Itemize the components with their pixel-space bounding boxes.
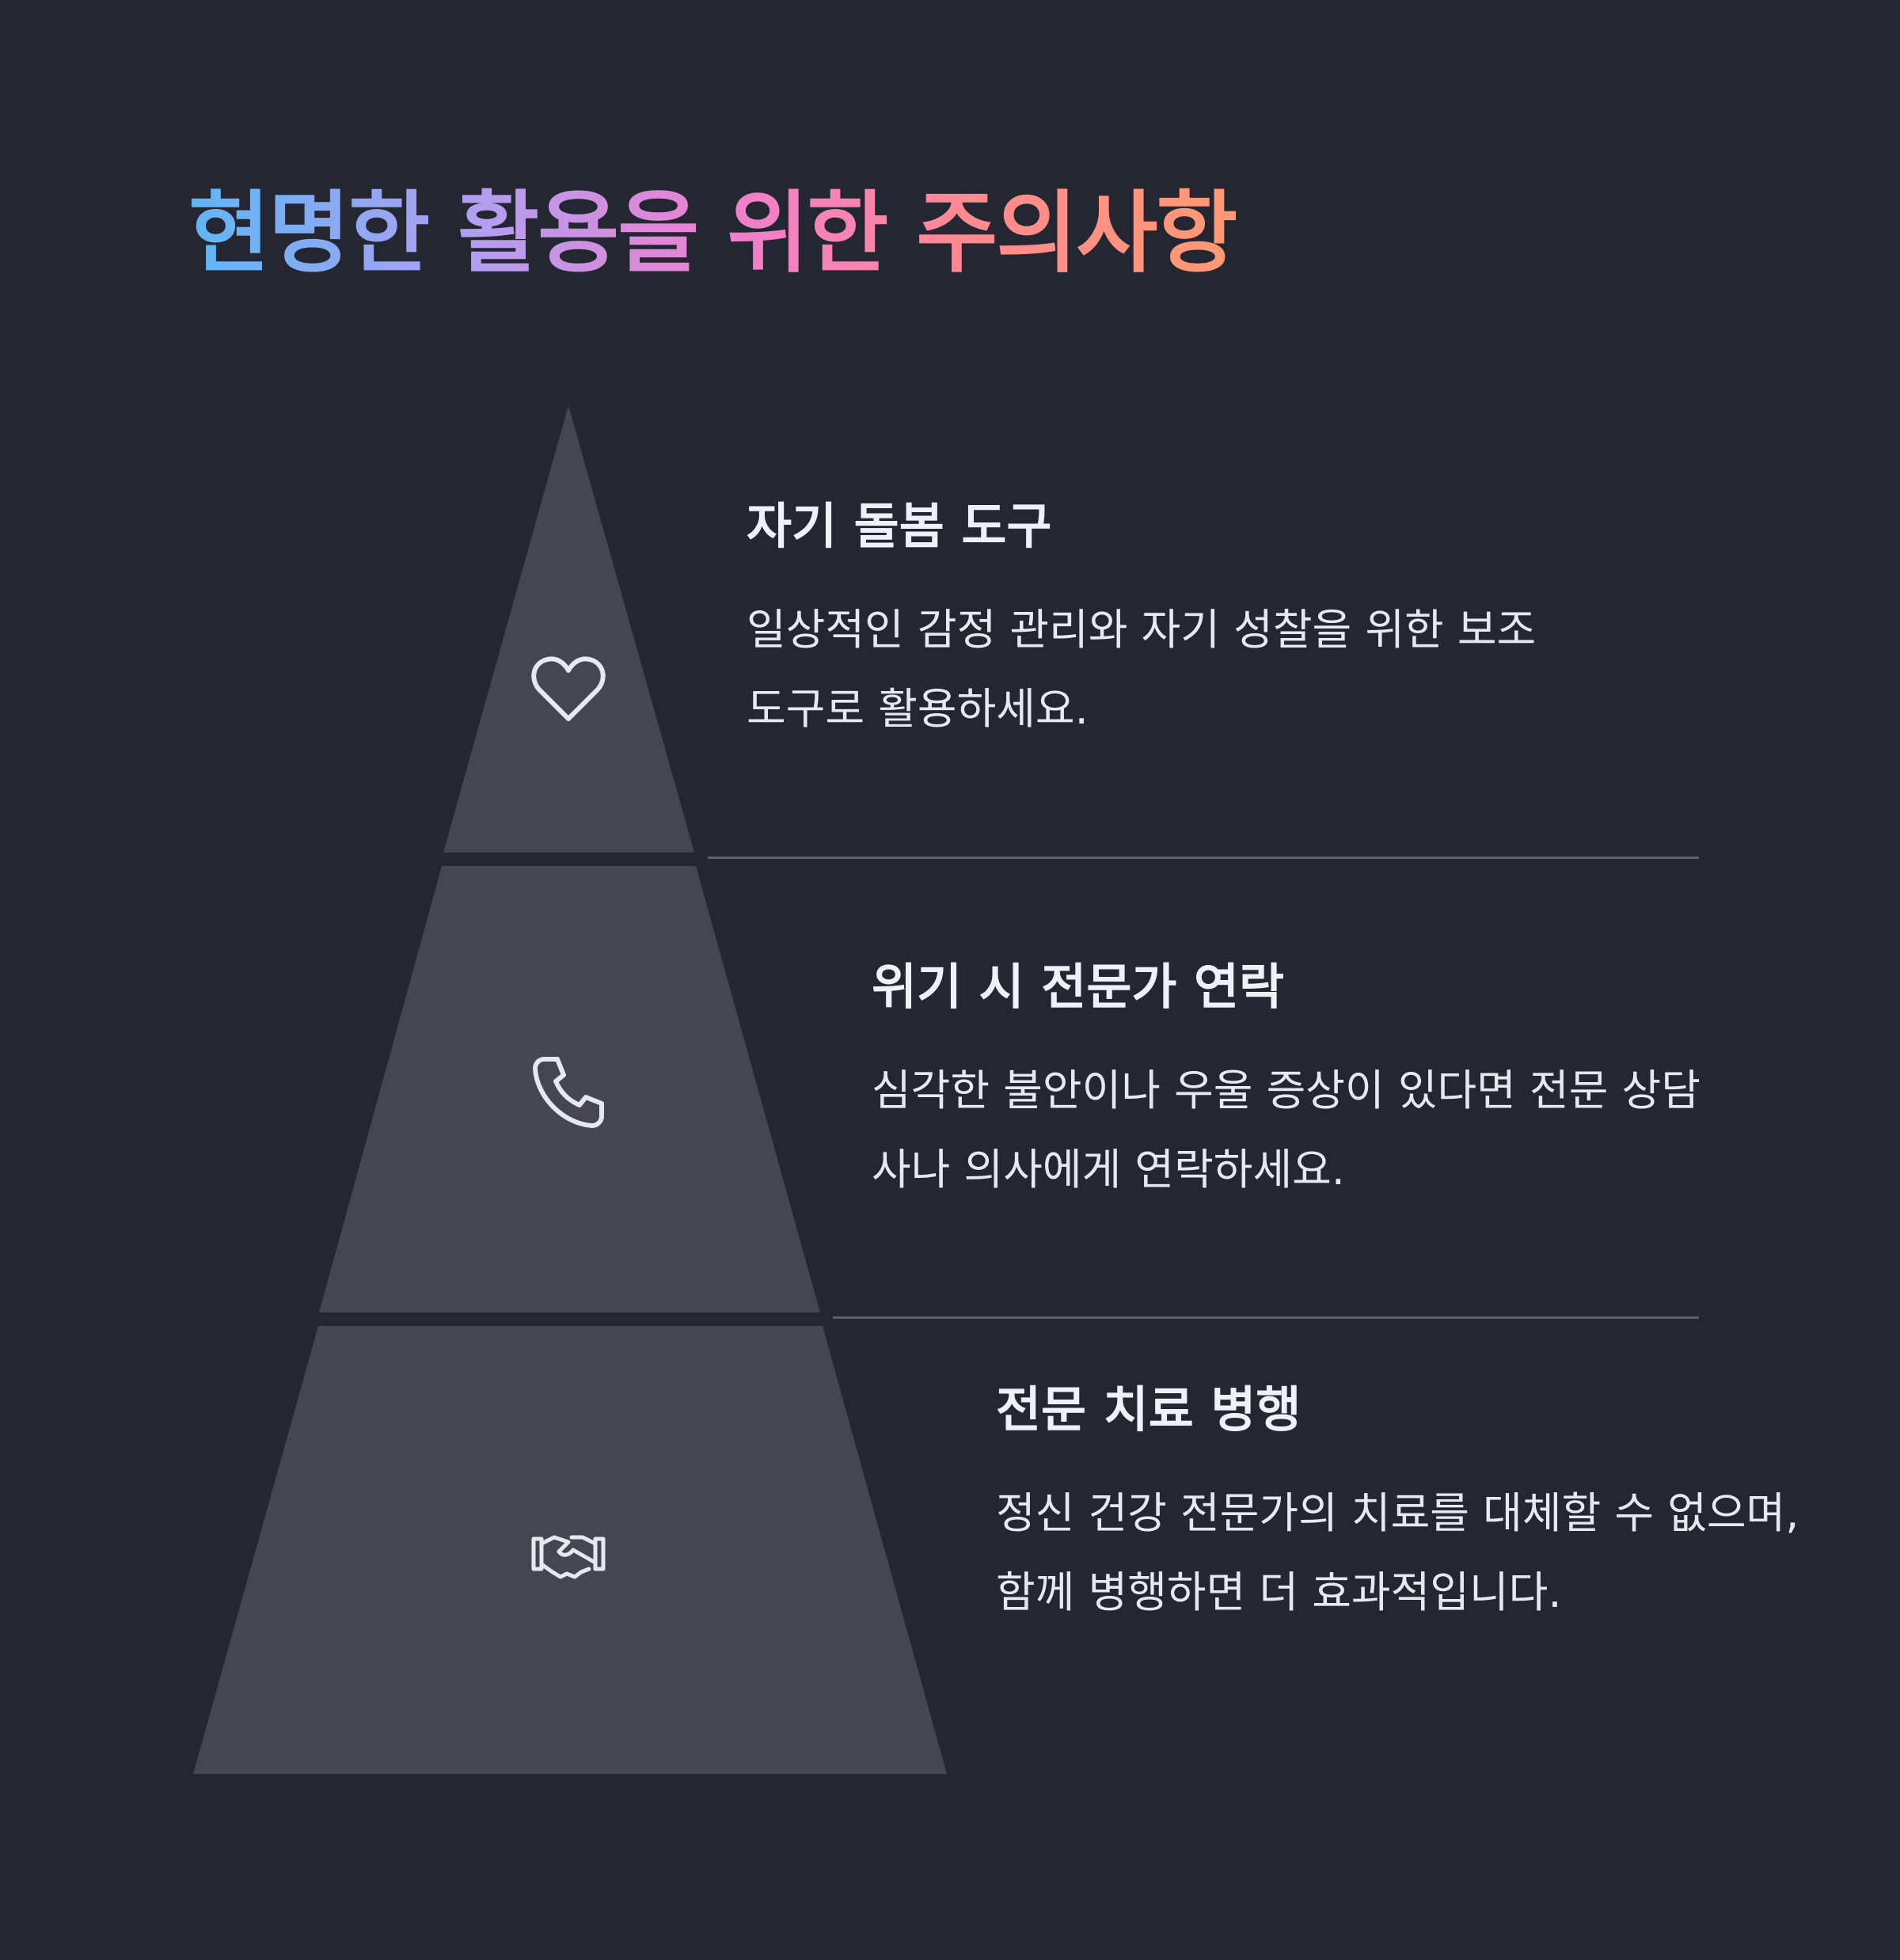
tier-3-text: 전문 치료 병행 정신 건강 전문가의 치료를 대체할 수 없으며, 함께 병행… bbox=[996, 1381, 1827, 1632]
heart-icon bbox=[531, 656, 606, 721]
tier-2-title: 위기 시 전문가 연락 bbox=[872, 958, 1285, 1016]
pyramid-tier-middle bbox=[319, 866, 820, 1312]
divider-2 bbox=[833, 1316, 1699, 1319]
tier-3-description: 정신 건강 전문가의 치료를 대체할 수 없으며, 함께 병행하면 더 효과적입… bbox=[996, 1488, 1799, 1618]
tier-1-text: 자기 돌봄 도구 일상적인 감정 관리와 자기 성찰을 위한 보조 도구로 활용… bbox=[747, 497, 1578, 749]
divider-1 bbox=[708, 857, 1699, 859]
phone-icon bbox=[533, 1057, 604, 1128]
tier-1-title: 자기 돌봄 도구 bbox=[747, 497, 1052, 555]
pyramid-tier-top bbox=[443, 405, 694, 853]
tier-1-description: 일상적인 감정 관리와 자기 성찰을 위한 보조 도구로 활용하세요. bbox=[747, 605, 1537, 735]
page-title: 현명한 활용을 위한 주의사항 bbox=[188, 180, 1237, 287]
tier-2-description: 심각한 불안이나 우울 증상이 있다면 전문 상담사나 의사에게 연락하세요. bbox=[872, 1065, 1700, 1195]
handshake-icon bbox=[531, 1535, 606, 1579]
tier-2-text: 위기 시 전문가 연락 심각한 불안이나 우울 증상이 있다면 전문 상담사나 … bbox=[872, 958, 1703, 1210]
tier-3-title: 전문 치료 병행 bbox=[996, 1381, 1302, 1438]
pyramid-tier-bottom bbox=[193, 1326, 947, 1774]
